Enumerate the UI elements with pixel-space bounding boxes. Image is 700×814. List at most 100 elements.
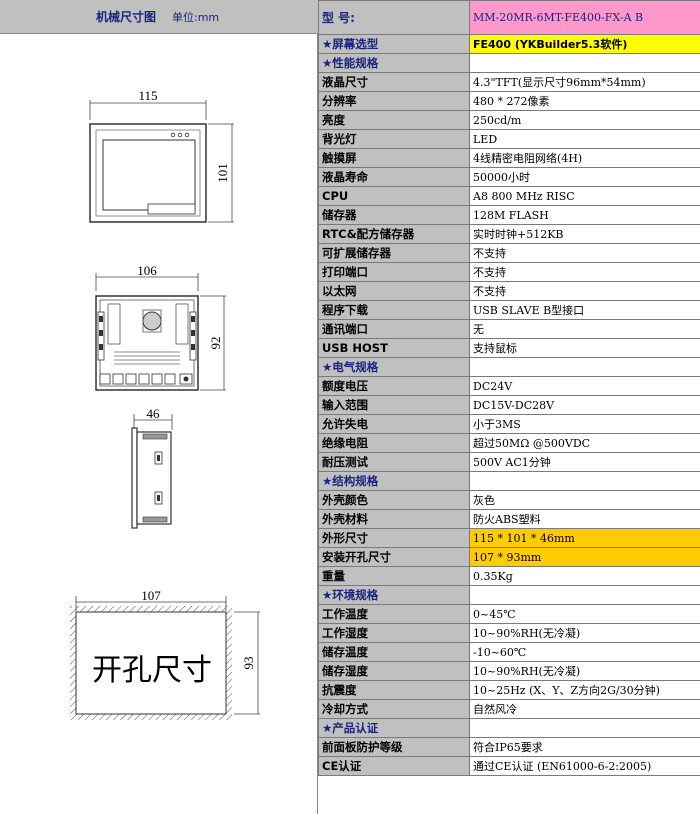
- section-row: ★电气规格: [318, 357, 700, 377]
- spec-row: 允许失电小于3MS: [318, 414, 700, 434]
- spec-label: USB HOST: [318, 338, 470, 358]
- spec-label: 储存湿度: [318, 661, 470, 681]
- back-width-label: 106: [137, 263, 157, 278]
- spec-value: 实时时钟+512KB: [469, 224, 700, 244]
- cutout-view: 107 开孔尺寸 93: [70, 588, 260, 720]
- spec-value: DC24V: [469, 376, 700, 396]
- spec-row: RTC&配方储存器实时时钟+512KB: [318, 224, 700, 244]
- spec-label: 外形尺寸: [318, 528, 470, 548]
- spec-label: 背光灯: [318, 129, 470, 149]
- spec-label: 通讯端口: [318, 319, 470, 339]
- side-depth-label: 46: [147, 406, 161, 421]
- spec-value: -10~60℃: [469, 642, 700, 662]
- section-label: ★性能规格: [318, 53, 470, 73]
- front-height-label: 101: [215, 163, 230, 183]
- spec-label: 工作湿度: [318, 623, 470, 643]
- spec-row: 以太网不支持: [318, 281, 700, 301]
- back-view: 106: [95, 263, 226, 391]
- spec-value: 50000小时: [469, 167, 700, 187]
- spec-value: 500V AC1分钟: [469, 452, 700, 472]
- spec-value: A8 800 MHz RISC: [469, 186, 700, 206]
- section-value: [469, 585, 700, 605]
- spec-value: USB SLAVE B型接口: [469, 300, 700, 320]
- back-height-label: 92: [208, 337, 223, 350]
- spec-label: 储存器: [318, 205, 470, 225]
- spec-label: 亮度: [318, 110, 470, 130]
- cutout-width-label: 107: [141, 588, 161, 603]
- spec-value: 自然风冷: [469, 699, 700, 719]
- drawing-panel: 机械尺寸图 单位:mm 115: [0, 0, 318, 814]
- spec-value: 通过CE认证 (EN61000-6-2:2005): [469, 756, 700, 776]
- section-row: ★结构规格: [318, 471, 700, 491]
- spec-label: 允许失电: [318, 414, 470, 434]
- front-view: 115 101: [89, 88, 234, 223]
- spec-value: 107 * 93mm: [469, 547, 700, 567]
- section-row: ★环境规格: [318, 585, 700, 605]
- spec-value: 灰色: [469, 490, 700, 510]
- spec-value: 10~90%RH(无冷凝): [469, 623, 700, 643]
- spec-row: 绝缘电阻超过50MΩ @500VDC: [318, 433, 700, 453]
- cutout-height-label: 93: [241, 657, 256, 670]
- spec-value: 小于3MS: [469, 414, 700, 434]
- section-label: ★电气规格: [318, 357, 470, 377]
- spec-value: 无: [469, 319, 700, 339]
- section-row: ★性能规格: [318, 53, 700, 73]
- spec-label: CE认证: [318, 756, 470, 776]
- spec-label: 外壳颜色: [318, 490, 470, 510]
- section-label: ★屏幕选型: [318, 34, 470, 54]
- section-value: [469, 53, 700, 73]
- section-value: [469, 718, 700, 738]
- spec-row: 可扩展储存器不支持: [318, 243, 700, 263]
- spec-value: 4线精密电阻网络(4H): [469, 148, 700, 168]
- spec-label: 耐压测试: [318, 452, 470, 472]
- spec-label: RTC&配方储存器: [318, 224, 470, 244]
- spec-label: 输入范围: [318, 395, 470, 415]
- spec-value: 128M FLASH: [469, 205, 700, 225]
- spec-label: 安装开孔尺寸: [318, 547, 470, 567]
- section-value: FE400 (YKBuilder5.3软件): [469, 34, 700, 54]
- spec-value: 不支持: [469, 243, 700, 263]
- spec-label: 打印端口: [318, 262, 470, 282]
- spec-value: 超过50MΩ @500VDC: [469, 433, 700, 453]
- spec-row: 冷却方式自然风冷: [318, 699, 700, 719]
- spec-label: 前面板防护等级: [318, 737, 470, 757]
- spec-label: 以太网: [318, 281, 470, 301]
- section-label: ★产品认证: [318, 718, 470, 738]
- section-value: [469, 357, 700, 377]
- spec-row: 通讯端口无: [318, 319, 700, 339]
- spec-value: 符合IP65要求: [469, 737, 700, 757]
- spec-label: CPU: [318, 186, 470, 206]
- drawing-header: 机械尺寸图 单位:mm: [0, 0, 318, 34]
- model-value: MM-20MR-6MT-FE400-FX-A B: [469, 0, 700, 35]
- spec-label: 触摸屏: [318, 148, 470, 168]
- side-housing: [136, 431, 172, 525]
- front-screen: [102, 139, 196, 211]
- spec-label: 工作温度: [318, 604, 470, 624]
- section-label: ★环境规格: [318, 585, 470, 605]
- spec-label: 程序下载: [318, 300, 470, 320]
- spec-value: 480 * 272像素: [469, 91, 700, 111]
- spec-row: 外壳材料防火ABS塑料: [318, 509, 700, 529]
- spec-label: 分辨率: [318, 91, 470, 111]
- cutout-caption: 开孔尺寸: [92, 653, 212, 688]
- section-value: [469, 471, 700, 491]
- section-row: ★产品认证: [318, 718, 700, 738]
- front-width-label: 115: [138, 88, 157, 103]
- spec-value: 10~25Hz (X、Y、Z方向2G/30分钟): [469, 680, 700, 700]
- spec-label: 液晶寿命: [318, 167, 470, 187]
